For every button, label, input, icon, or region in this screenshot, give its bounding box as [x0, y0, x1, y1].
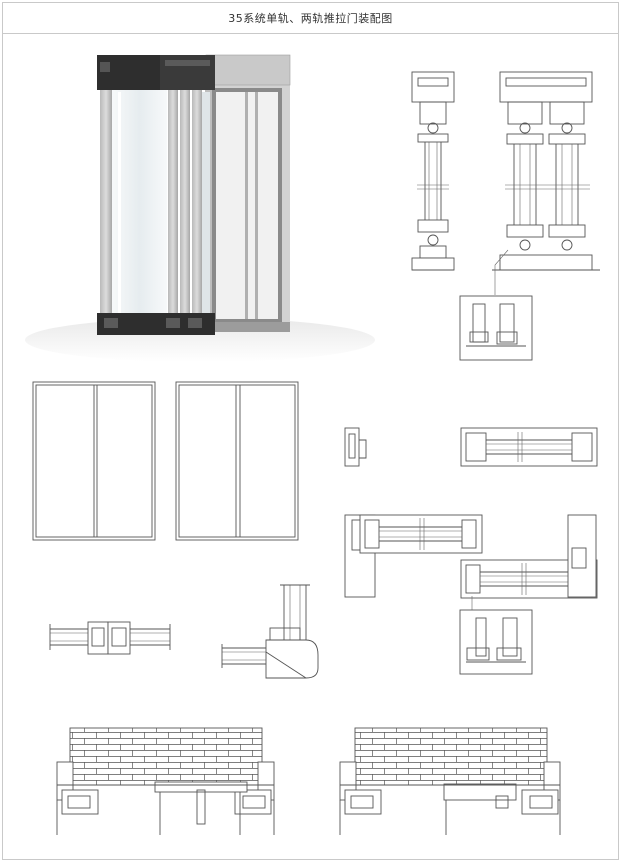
detail-callout-bottom	[459, 609, 533, 675]
section-corner-joint	[221, 584, 319, 679]
section-corner-assembly	[344, 514, 598, 612]
vertical-section-single-track	[411, 71, 455, 271]
door-3d-render	[25, 54, 375, 362]
installation-section-double	[339, 727, 561, 835]
section-side-profile	[344, 427, 367, 467]
title-bar: 35系统单轨、两轨推拉门装配图	[3, 3, 618, 34]
detail-callout-track	[459, 295, 533, 361]
section-horizontal-single	[460, 427, 598, 467]
elevation-single-track	[32, 381, 156, 541]
installation-section-single	[56, 727, 275, 835]
elevation-double-track	[175, 381, 299, 541]
vertical-section-double-track	[492, 71, 600, 295]
section-meeting-stile	[49, 621, 171, 655]
page-title: 35系统单轨、两轨推拉门装配图	[228, 12, 393, 25]
